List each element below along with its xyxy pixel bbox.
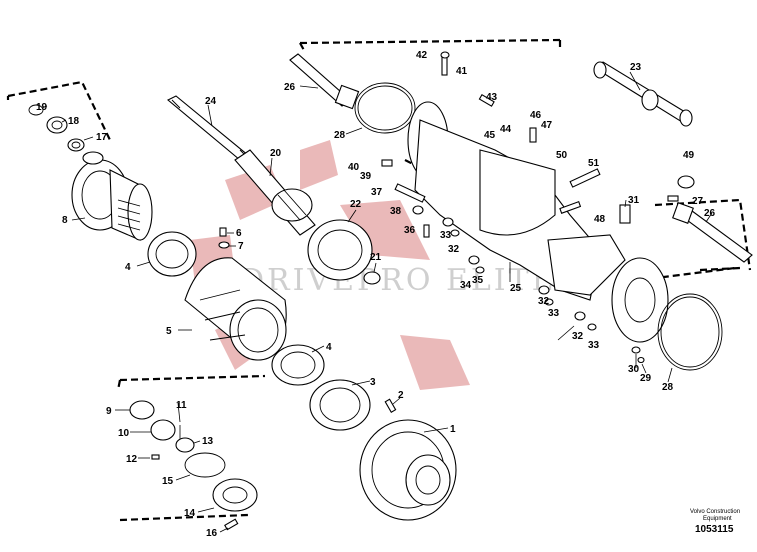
callout-25: 25 <box>510 283 522 294</box>
callout-33-b: 33 <box>548 308 560 319</box>
callout-49: 49 <box>683 150 695 161</box>
housing-cone-part-5 <box>184 257 287 361</box>
bolt-part-6 <box>219 227 227 237</box>
o-ring-part-28-top <box>354 82 416 134</box>
callout-26-top: 26 <box>284 82 296 93</box>
seal-ring-part-4-lower <box>271 344 325 386</box>
callout-28-right: 28 <box>662 382 674 393</box>
callout-14: 14 <box>184 508 196 519</box>
callout-31: 31 <box>628 195 640 206</box>
callout-36: 36 <box>404 225 416 236</box>
sun-gear-shaft-part-20 <box>234 149 316 236</box>
callout-28-top: 28 <box>334 130 346 141</box>
callout-15: 15 <box>162 476 174 487</box>
axle-shaft-part-23 <box>593 61 693 127</box>
callout-45: 45 <box>484 130 496 141</box>
axle-shaft-part-26-top <box>289 53 360 110</box>
callout-22: 22 <box>350 199 362 210</box>
callout-6: 6 <box>236 228 242 239</box>
callout-47: 47 <box>541 120 553 131</box>
spacer-part-13 <box>175 437 195 453</box>
callout-32-a: 32 <box>538 296 550 307</box>
callout-16: 16 <box>206 528 218 539</box>
callout-41: 41 <box>456 66 468 77</box>
callout-11: 11 <box>176 400 187 411</box>
callout-12: 12 <box>126 454 138 465</box>
planet-carrier-part-10 <box>150 419 176 441</box>
callout-4-upper: 4 <box>125 262 131 273</box>
brand-block: Volvo Construction Equipment 1053115 <box>690 509 740 535</box>
callout-17: 17 <box>96 132 108 143</box>
callout-9: 9 <box>106 406 112 417</box>
o-ring-part-28-right <box>657 293 723 371</box>
callout-33-c: 33 <box>588 340 600 351</box>
callout-13: 13 <box>202 436 214 447</box>
breather-part-49 <box>677 175 695 189</box>
callout-labels: 1 2 3 4 4 5 6 7 8 9 10 11 12 13 14 15 16… <box>36 50 716 539</box>
bolt-part-27 <box>667 195 679 202</box>
callout-43: 43 <box>486 92 498 103</box>
washer-part-7 <box>218 241 230 249</box>
callout-26-right: 26 <box>704 208 716 219</box>
callout-50: 50 <box>556 150 568 161</box>
leader-lines <box>41 71 713 533</box>
callout-18: 18 <box>68 116 80 127</box>
callout-44: 44 <box>500 124 512 135</box>
callout-5: 5 <box>166 326 172 337</box>
brand-line-1: Volvo Construction <box>690 509 740 515</box>
ring-gear-part-22 <box>307 219 373 281</box>
document-number: 1053115 <box>695 524 734 535</box>
screw-part-12 <box>151 454 160 460</box>
callout-27: 27 <box>692 196 704 207</box>
cover-part-14 <box>212 478 258 512</box>
callout-38: 38 <box>390 206 402 217</box>
axle-shaft-part-26-right <box>672 202 753 263</box>
callout-10: 10 <box>118 428 130 439</box>
callout-42: 42 <box>416 50 428 61</box>
callout-20: 20 <box>270 148 282 159</box>
fasteners <box>381 51 645 364</box>
callout-7: 7 <box>238 241 244 252</box>
callout-21: 21 <box>370 252 382 263</box>
snap-ring-part-19 <box>28 104 44 116</box>
watermark-text: DRIVEPRO ELITE <box>240 263 557 298</box>
callout-32-b: 32 <box>572 331 584 342</box>
wheel-hub-part-1 <box>359 419 457 521</box>
seal-ring-part-4-upper <box>147 231 197 277</box>
callout-4-lower: 4 <box>326 342 332 353</box>
brand-line-2: Equipment <box>703 516 732 522</box>
o-ring-part-15 <box>184 452 226 478</box>
callout-35: 35 <box>472 275 484 286</box>
callout-33-a: 33 <box>440 230 452 241</box>
callout-48: 48 <box>594 214 606 225</box>
callout-34: 34 <box>460 280 472 291</box>
callout-3: 3 <box>370 377 376 388</box>
callout-39: 39 <box>360 171 372 182</box>
callout-51: 51 <box>588 158 600 169</box>
bearing-part-17 <box>67 138 85 152</box>
callout-8: 8 <box>62 215 68 226</box>
pinion-carrier-part <box>71 151 153 241</box>
callout-37: 37 <box>371 187 383 198</box>
callout-1: 1 <box>450 424 456 435</box>
bearing-part-3 <box>309 379 371 431</box>
axle-housing-part-25 <box>407 101 669 343</box>
callout-46: 46 <box>530 110 542 121</box>
callout-2: 2 <box>398 390 404 401</box>
callout-29: 29 <box>640 373 652 384</box>
stud-part-2 <box>384 398 397 413</box>
callout-23: 23 <box>630 62 642 73</box>
bolt-part-16 <box>224 518 239 531</box>
callout-40: 40 <box>348 162 360 173</box>
callout-19: 19 <box>36 102 48 113</box>
callout-30: 30 <box>628 364 640 375</box>
gear-part-18 <box>46 116 68 134</box>
callout-24: 24 <box>205 96 217 107</box>
callout-32-c: 32 <box>448 244 460 255</box>
plate-part-21 <box>363 271 381 285</box>
thrust-washer-part-9 <box>129 400 155 420</box>
